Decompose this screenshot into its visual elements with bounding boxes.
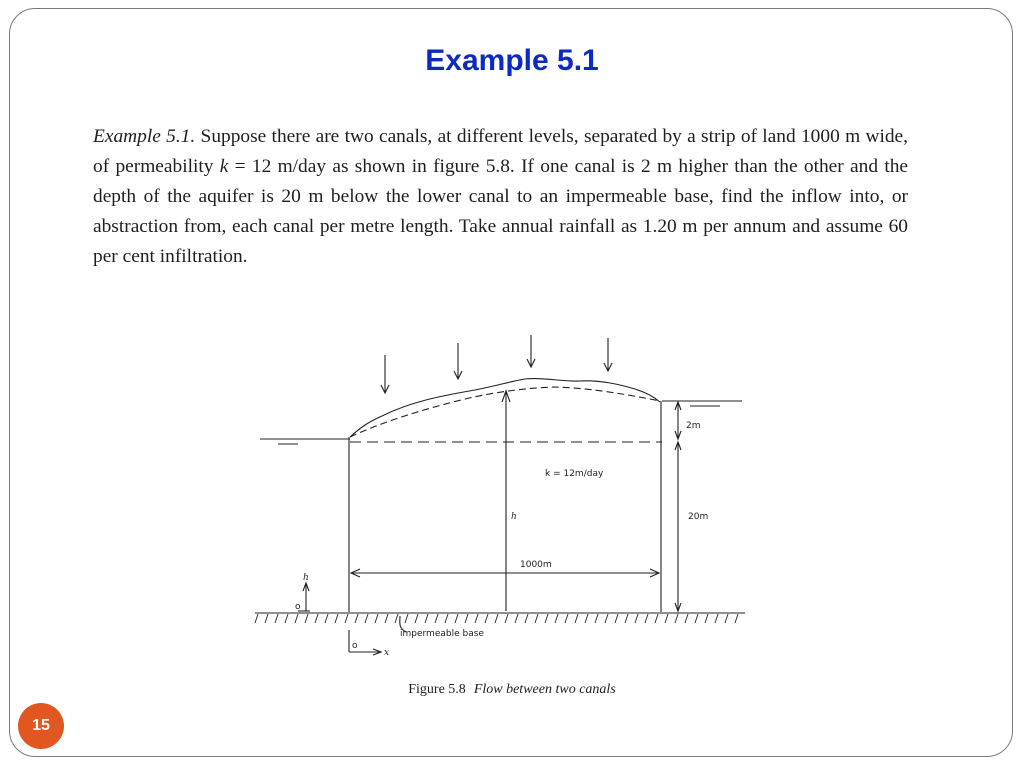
head-difference-label: 2m [686,421,701,431]
example-text-part1: Suppose there are two canals, at differe… [93,126,908,177]
impermeable-base-label: impermeable base [400,629,484,639]
example-text: Example 5.1. Suppose there are two canal… [93,122,908,272]
width-label: 1000m [520,560,552,570]
caption-text: Flow between two canals [473,682,616,697]
axis-o-label: o [295,602,301,612]
slide-frame [9,8,1013,757]
page-number-badge: 15 [18,703,64,749]
canal-flow-diagram: 2m k = 12m/day h 20m 1000m h o o x imper… [254,335,745,658]
slide-title: Example 5.1 [425,44,599,77]
permeability-label: k = 12m/day [545,469,604,479]
example-text-part2: = 12 m/day as shown in figure 5.8. If on… [93,156,909,267]
h-label: h [511,512,517,522]
axis-origin-label: o [352,641,358,651]
depth-label: 20m [688,512,708,522]
water-table [349,386,661,438]
ground-surface [349,378,661,438]
axis-x-label: x [384,648,389,658]
k-symbol: k [219,156,229,177]
rainfall-arrows [380,335,613,395]
axis-h-label: h [303,573,309,583]
example-lead: Example 5.1. [93,126,196,147]
canal-flow-figure: 2m k = 12m/day h 20m 1000m h o o x imper… [250,330,760,670]
caption-number: Figure 5.8 [408,682,466,697]
figure-caption: Figure 5.8 Flow between two canals [0,682,1024,698]
